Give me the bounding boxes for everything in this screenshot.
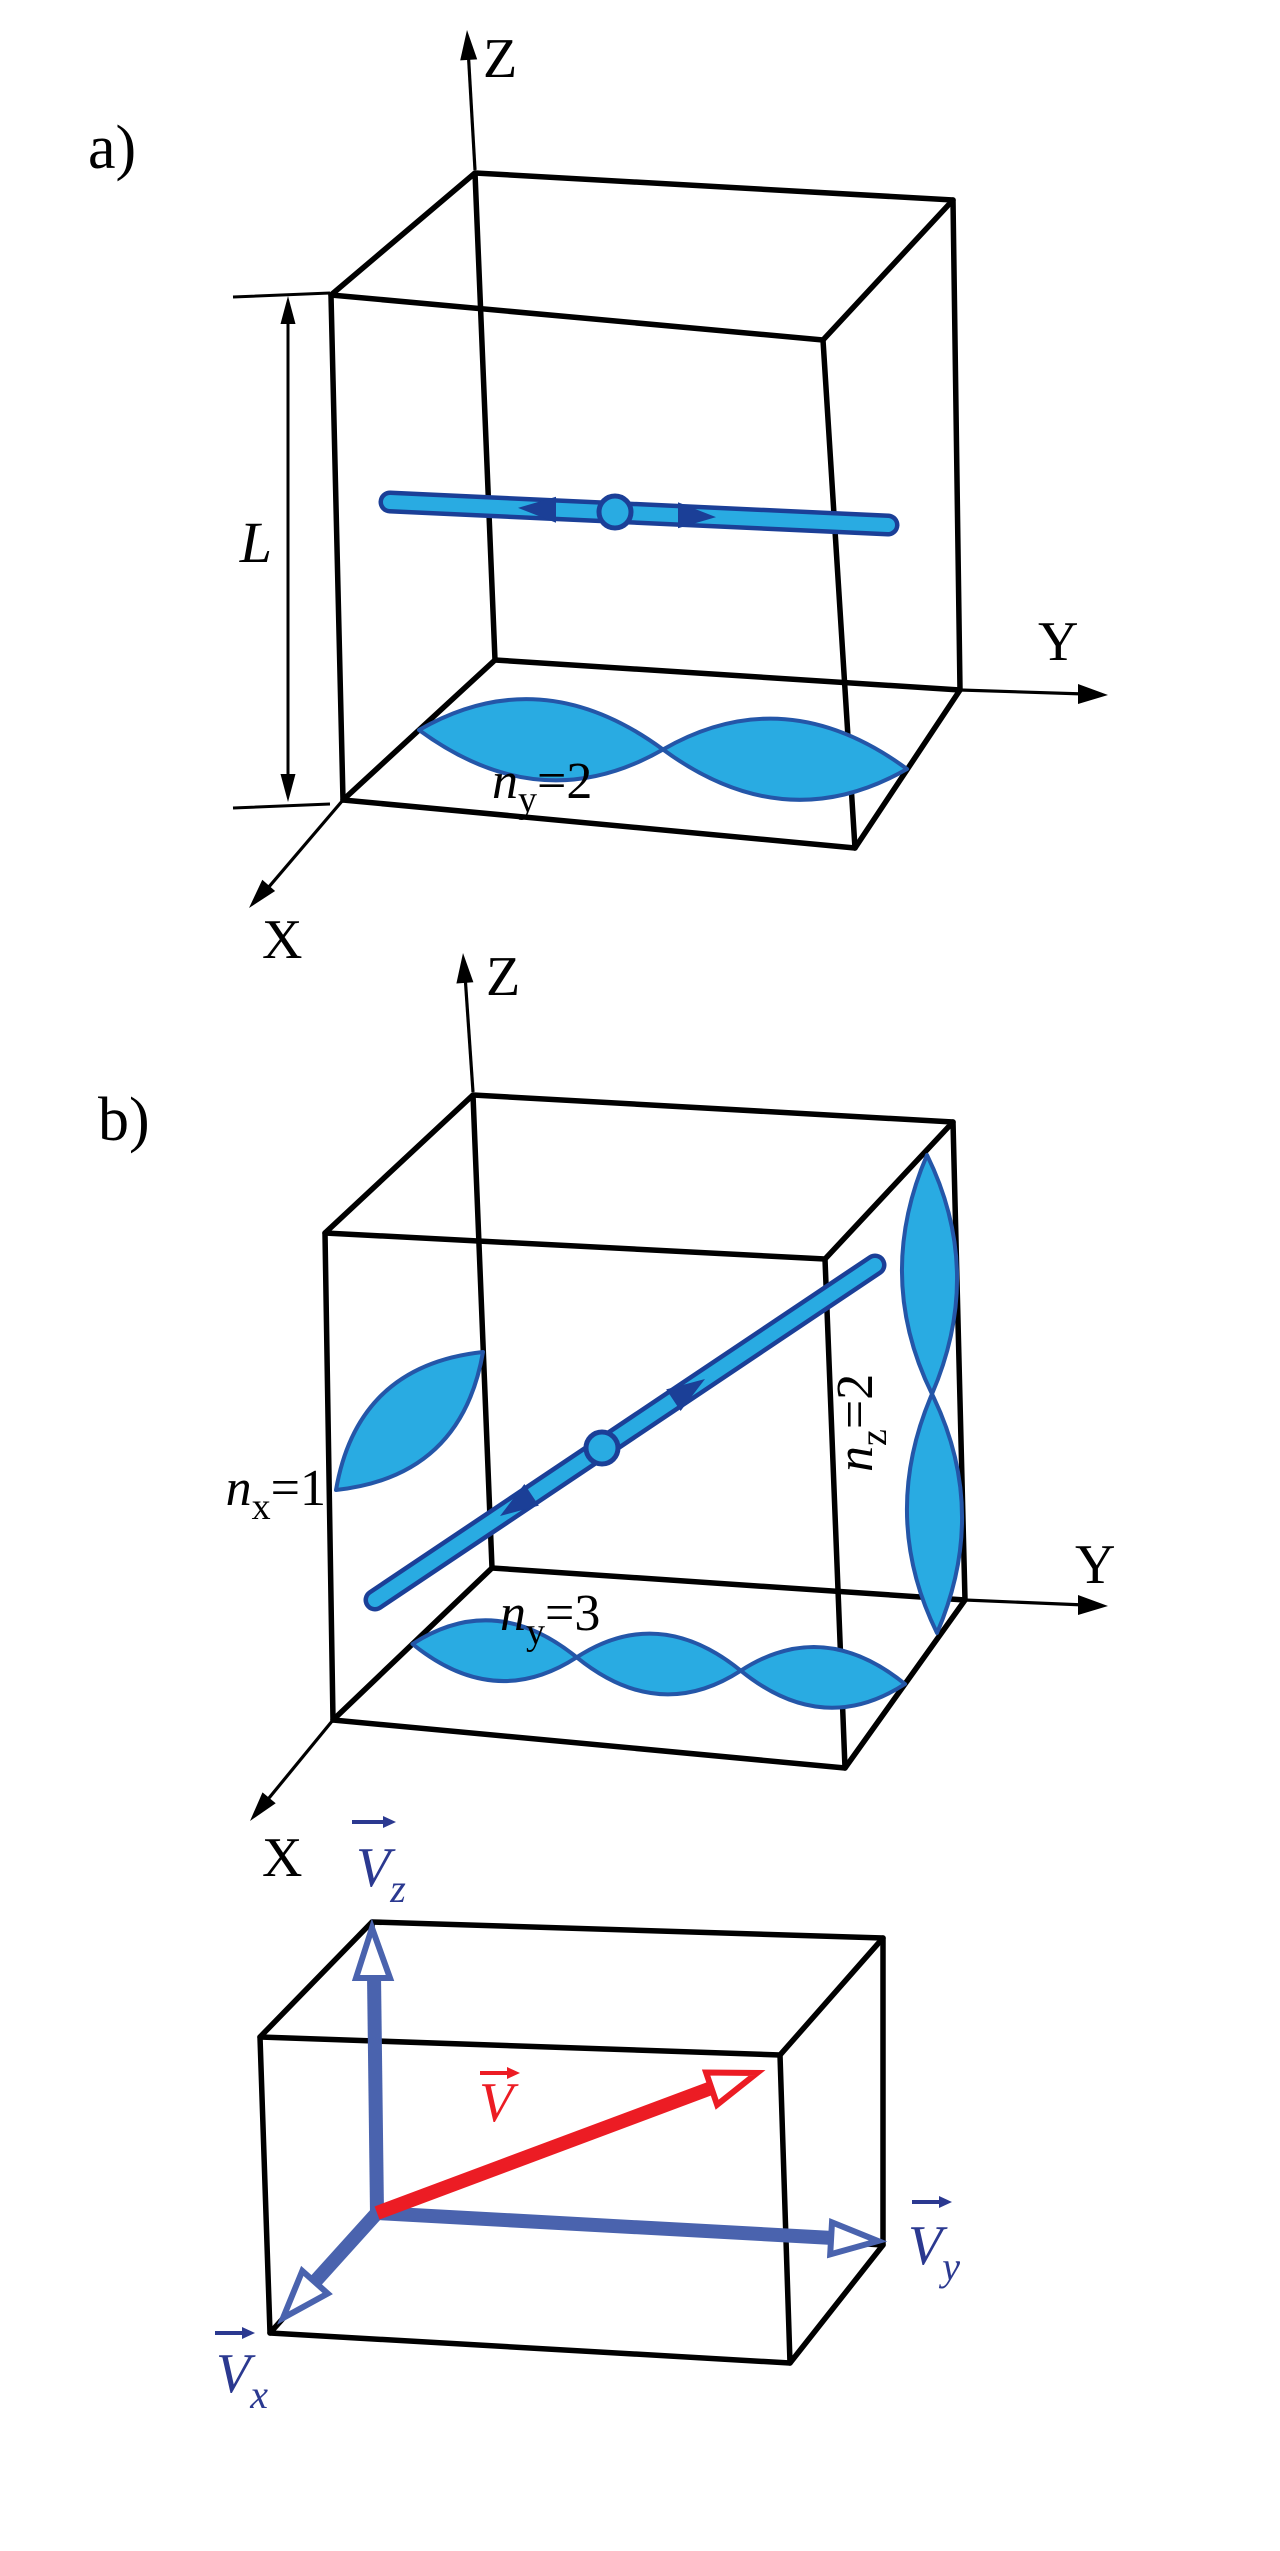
cube-b: [322, 1092, 968, 1771]
v-label: V: [479, 2072, 519, 2134]
vector-v: V: [374, 2067, 766, 2220]
dimension-down-arrowhead-icon: [280, 774, 296, 802]
dimension-up-arrowhead-icon: [280, 296, 296, 324]
x-axis-b-label: X: [262, 1827, 302, 1889]
v-label-overarrow-head-icon: [507, 2067, 520, 2079]
mode-label-nx-b: nx=1: [226, 1460, 326, 1528]
z-axis-b-line: [463, 974, 475, 1093]
vx-arrowhead-icon: [277, 2265, 333, 2325]
x-axis-a-arrowhead-icon: [249, 879, 276, 908]
y-axis-b-label: Y: [1075, 1534, 1115, 1596]
cube-a-top-face: [328, 170, 956, 343]
vx-shaft: [306, 2208, 383, 2290]
cube-a-vertical-edges: [328, 170, 963, 851]
vx-label-overarrow-head-icon: [242, 2327, 255, 2339]
z-axis-a-arrowhead-icon: [460, 30, 478, 61]
v-shaft: [374, 2080, 717, 2220]
x-axis-a-label: X: [262, 909, 302, 971]
x-axis-b: X: [250, 1718, 335, 1889]
panel-a: a) Z Y X L: [88, 28, 1108, 971]
x-axis-a-line: [260, 798, 345, 897]
wave-lobe: [738, 1645, 907, 1710]
particle-trajectory-a: [378, 490, 900, 537]
z-axis-a: Z: [460, 28, 517, 171]
box-side-dimension: L: [232, 291, 331, 810]
motion-right-arrowhead-icon: [678, 502, 716, 529]
floor-standing-wave-b: ny=3: [410, 1585, 907, 1710]
vector-vx: Vx: [215, 2208, 383, 2417]
y-axis-b: Y: [964, 1534, 1115, 1615]
y-axis-a-line: [959, 688, 1086, 696]
particle-trajectory-b: [363, 1253, 887, 1612]
panel-a-label: a): [88, 114, 136, 182]
dimension-lines: [232, 291, 331, 810]
vy-arrowhead-icon: [826, 2218, 888, 2259]
wave-lobe: [574, 1631, 743, 1697]
y-axis-b-arrowhead-icon: [1078, 1595, 1108, 1615]
panel-b-label: b): [98, 1086, 150, 1154]
vz-arrowhead-icon: [351, 1918, 395, 1981]
y-axis-b-line: [964, 1598, 1086, 1607]
z-axis-b-arrowhead-icon: [456, 953, 474, 984]
y-axis-a-arrowhead-icon: [1078, 684, 1108, 704]
vy-label: Vy: [908, 2215, 960, 2289]
z-axis-b: Z: [456, 946, 520, 1093]
right-face-standing-wave-b: nz=2: [827, 1153, 964, 1635]
z-axis-b-label: Z: [486, 946, 520, 1008]
vz-label: Vz: [356, 1837, 406, 1911]
vector-vz: Vz: [351, 1816, 406, 2214]
vy-label-overarrow-head-icon: [939, 2196, 952, 2208]
z-axis-a-label: Z: [483, 28, 517, 90]
z-axis-a-line: [466, 47, 477, 171]
floor-standing-wave-a: ny=2: [417, 697, 909, 821]
y-axis-a-label: Y: [1038, 611, 1078, 673]
vector-vy: Vy: [376, 2196, 960, 2289]
motion-upright-arrowhead-icon: [666, 1379, 705, 1411]
cube-b-vertical-edges: [322, 1092, 968, 1771]
vz-shaft: [367, 1974, 384, 2214]
particle-dot: [583, 1429, 621, 1467]
trajectory-rod: [368, 1258, 882, 1607]
wave-lobe: [905, 1392, 964, 1635]
cube-b-top-face: [322, 1092, 956, 1262]
x-axis-a: X: [249, 798, 345, 971]
v-arrowhead-icon: [701, 2069, 766, 2110]
vy-shaft: [376, 2206, 834, 2245]
mode-label-nz-b: nz=2: [827, 1374, 895, 1472]
mode-label-ny-a: ny=2: [492, 753, 592, 821]
x-axis-b-line: [258, 1718, 335, 1811]
wave-lobe: [661, 716, 909, 802]
panel-b: b) Z Y X nx=1: [98, 946, 1115, 1889]
left-face-standing-wave-b: nx=1: [226, 1350, 485, 1528]
wave-lobe: [334, 1350, 485, 1492]
vx-label: Vx: [216, 2343, 268, 2417]
trajectory-rod: [383, 495, 895, 532]
cube-a: [328, 170, 963, 851]
panel-c: Vz Vy Vx V: [215, 1816, 960, 2417]
motion-left-arrowhead-icon: [518, 496, 556, 523]
cube-c-top-face: [257, 1919, 886, 2058]
vz-label-overarrow-head-icon: [383, 1816, 396, 1828]
mode-label-ny-b: ny=3: [500, 1585, 600, 1653]
wave-lobe: [900, 1153, 959, 1396]
x-axis-b-arrowhead-icon: [250, 1792, 276, 1821]
box-side-length-label: L: [239, 510, 272, 575]
motion-downleft-arrowhead-icon: [500, 1484, 539, 1516]
y-axis-a: Y: [959, 611, 1108, 704]
particle-dot: [596, 493, 634, 531]
